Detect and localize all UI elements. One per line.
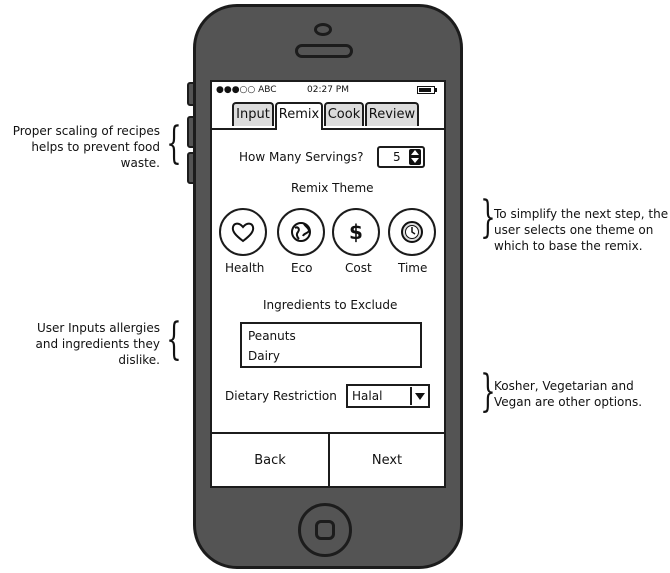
clock-icon (401, 221, 423, 243)
dietary-restriction-value: Halal (352, 389, 383, 403)
exclude-item: Dairy (248, 349, 280, 363)
battery-icon (417, 86, 435, 94)
theme-cost-button[interactable]: $ (332, 208, 380, 256)
tab-review[interactable]: Review (365, 102, 419, 126)
phone-screen: ●●●○○ ABC 02:27 PM Input Remix Cook Revi… (210, 80, 446, 488)
annotation-line: dislike. (118, 353, 160, 367)
status-time: 02:27 PM (307, 85, 349, 95)
theme-eco-label: Eco (291, 261, 313, 275)
home-square-icon (315, 520, 335, 540)
signal-carrier: ●●●○○ ABC (216, 85, 277, 95)
heart-icon (231, 222, 255, 243)
servings-label: How Many Servings? (239, 150, 364, 164)
tab-input[interactable]: Input (232, 102, 274, 126)
annotation-line: Vegan are other options. (494, 395, 643, 409)
theme-cost-label: Cost (345, 261, 372, 275)
dietary-restriction-label: Dietary Restriction (225, 389, 337, 403)
brace-icon: } (480, 366, 496, 417)
annotation-line: waste. (120, 156, 160, 170)
annotation-line: and ingredients they (35, 337, 160, 351)
annotation-line: user selects one theme on (494, 223, 654, 237)
brace-icon: { (166, 118, 182, 169)
annotation-allergies: User Inputs allergies and ingredients th… (4, 320, 160, 368)
annotation-line: Kosher, Vegetarian and (494, 379, 634, 393)
svg-text:$: $ (349, 220, 363, 244)
servings-stepper[interactable]: 5 (377, 146, 425, 168)
exclude-ingredients-input[interactable]: Peanuts Dairy (240, 322, 422, 368)
annotation-line: Proper scaling of recipes (12, 124, 160, 138)
camera-icon (314, 23, 332, 36)
next-button[interactable]: Next (330, 432, 444, 486)
speaker-grille (295, 44, 353, 58)
battery-tip (435, 88, 437, 92)
tab-bar: Input Remix Cook Review (212, 98, 444, 130)
theme-eco-button[interactable] (277, 208, 325, 256)
theme-health-button[interactable] (219, 208, 267, 256)
annotation-line: To simplify the next step, the (494, 207, 669, 221)
dollar-icon: $ (349, 220, 363, 244)
theme-time-label: Time (398, 261, 428, 275)
annotation-diet: Kosher, Vegetarian and Vegan are other o… (494, 378, 664, 410)
theme-time-button[interactable] (388, 208, 436, 256)
tab-remix[interactable]: Remix (275, 102, 323, 130)
remix-theme-label: Remix Theme (291, 181, 374, 195)
exclude-item: Peanuts (248, 329, 296, 343)
globe-icon (291, 222, 311, 242)
servings-value: 5 (393, 150, 401, 164)
brace-icon: } (480, 192, 496, 243)
exclude-label: Ingredients to Exclude (263, 298, 398, 312)
stepper-arrows-icon[interactable] (409, 149, 421, 165)
back-button[interactable]: Back (212, 432, 330, 486)
annotation-line: helps to prevent food (31, 140, 160, 154)
tab-cook[interactable]: Cook (324, 102, 364, 126)
annotation-line: User Inputs allergies (36, 321, 160, 335)
home-button[interactable] (298, 503, 352, 557)
status-bar: ●●●○○ ABC 02:27 PM (212, 82, 444, 98)
annotation-line: which to base the remix. (494, 239, 643, 253)
brace-icon: { (166, 314, 182, 365)
chevron-down-icon[interactable] (410, 387, 428, 405)
annotation-theme: To simplify the next step, the user sele… (494, 206, 670, 254)
annotation-scaling: Proper scaling of recipes helps to preve… (4, 123, 160, 171)
theme-health-label: Health (225, 261, 265, 275)
dietary-restriction-select[interactable]: Halal (346, 384, 430, 408)
